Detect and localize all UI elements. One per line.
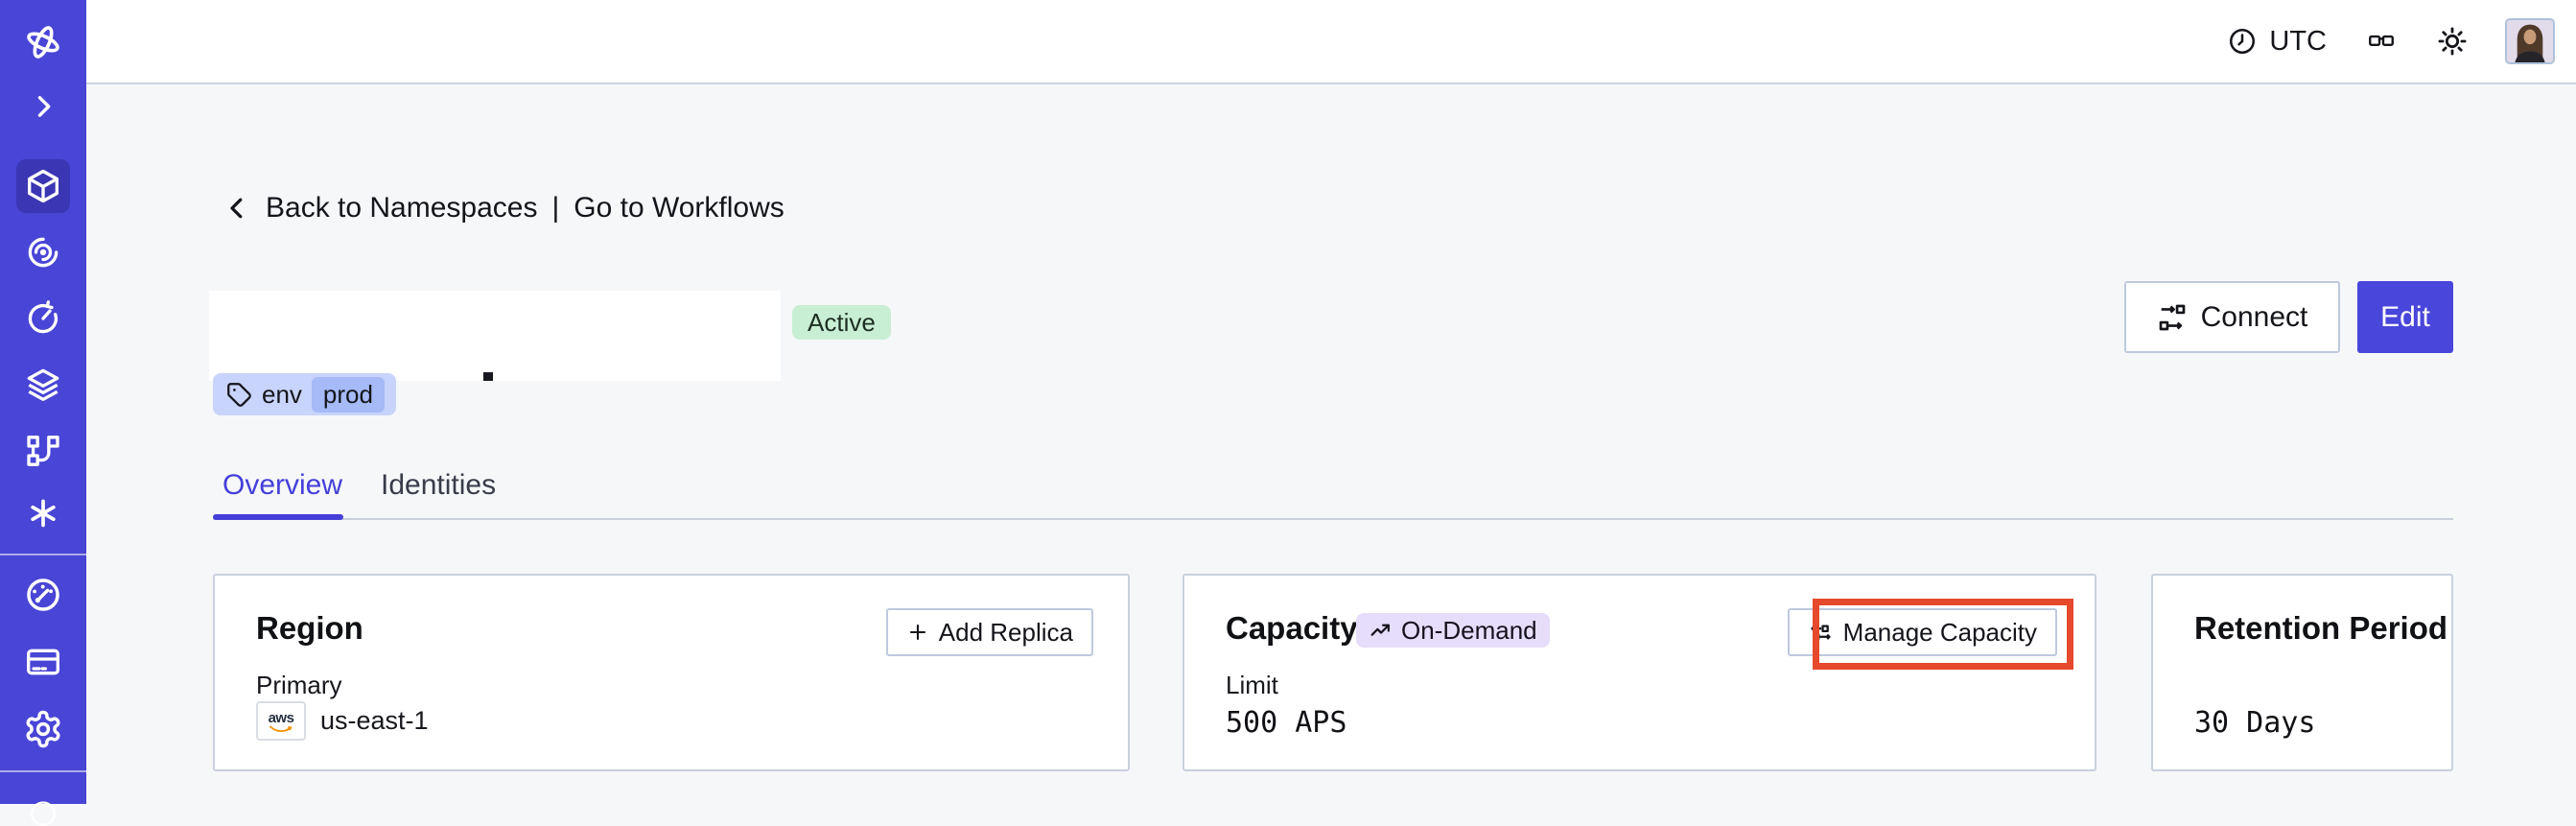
retention-card-title: Retention Period — [2194, 610, 2448, 646]
manage-capacity-button[interactable]: Manage Capacity — [1787, 608, 2057, 656]
monitoring-radar-icon — [28, 237, 59, 268]
sidebar-item-billing[interactable] — [0, 643, 86, 681]
back-to-namespaces-link[interactable]: Back to Namespaces — [266, 192, 538, 224]
breadcrumb: Back to Namespaces | Go to Workflows — [222, 192, 785, 224]
expand-sidebar-button[interactable] — [0, 88, 86, 125]
on-demand-badge: On-Demand — [1356, 613, 1550, 648]
capacity-card-title: Capacity — [1226, 610, 1358, 646]
sidebar-item-deployments[interactable] — [0, 366, 86, 404]
aws-smile-icon — [269, 725, 293, 732]
edit-button[interactable]: Edit — [2357, 281, 2453, 353]
region-value: us-east-1 — [320, 706, 429, 735]
aws-logo-text: aws — [268, 709, 294, 726]
settings-gear-icon — [26, 710, 60, 748]
tag-icon — [227, 382, 251, 407]
add-replica-label: Add Replica — [938, 617, 1073, 647]
sliders-icon — [1811, 625, 1831, 640]
primary-label: Primary — [256, 671, 342, 699]
connect-button-label: Connect — [2200, 300, 2308, 333]
trend-up-icon — [1370, 624, 1390, 636]
namespace-title-fragment — [483, 372, 493, 381]
sidebar-item-monitoring[interactable] — [0, 233, 86, 271]
sidebar-item-batch[interactable] — [0, 494, 86, 532]
tab-active-indicator — [213, 514, 343, 520]
capacity-card: Capacity On-Demand Manage Capacity Limit… — [1183, 574, 2096, 771]
nexus-branch-icon — [27, 436, 59, 466]
manage-capacity-label: Manage Capacity — [1842, 617, 2037, 647]
sidebar-divider — [0, 770, 86, 772]
region-card: Region Add Replica Primary aws us-east-1 — [213, 574, 1130, 771]
retention-card: Retention Period 30 Days — [2151, 574, 2453, 771]
go-to-workflows-link[interactable]: Go to Workflows — [574, 192, 785, 224]
tag-key: env — [262, 379, 302, 409]
schedules-timer-icon — [28, 300, 58, 334]
aws-logo-icon: aws — [256, 701, 306, 741]
topbar: UTC — [86, 0, 2576, 84]
namespaces-cube-icon — [28, 169, 59, 203]
on-demand-label: On-Demand — [1401, 615, 1537, 645]
tag-value: prod — [311, 376, 385, 413]
limit-value: 500 APS — [1226, 706, 1347, 740]
avatar-image — [2507, 20, 2553, 62]
plus-icon — [909, 624, 925, 641]
sidebar-item-schedules[interactable] — [0, 299, 86, 338]
namespace-tag-chip: env prod — [213, 373, 396, 415]
connect-icon — [2159, 304, 2185, 330]
tab-overview[interactable]: Overview — [222, 469, 343, 501]
user-avatar[interactable] — [2505, 18, 2555, 64]
usage-gauge-icon — [27, 578, 59, 611]
sidebar-item-usage[interactable] — [0, 575, 86, 615]
edit-button-label: Edit — [2380, 300, 2430, 333]
sidebar-item-nexus[interactable] — [0, 432, 86, 470]
temporal-logo-icon[interactable] — [0, 20, 86, 64]
timezone-label: UTC — [2269, 25, 2327, 57]
namespace-title-redacted — [209, 291, 781, 381]
retention-value: 30 Days — [2194, 706, 2316, 740]
theme-toggle-button[interactable] — [2436, 25, 2469, 58]
status-badge: Active — [792, 305, 891, 340]
sidebar — [0, 0, 86, 826]
namespace-detail-page: UTC — [0, 0, 2576, 804]
glasses-icon — [2369, 35, 2394, 46]
sidebar-item-namespaces[interactable] — [0, 167, 86, 205]
sidebar-divider — [0, 554, 86, 555]
deployments-layers-icon — [27, 368, 59, 401]
breadcrumb-separator: | — [551, 192, 560, 224]
billing-card-icon — [26, 649, 59, 675]
connect-button[interactable]: Connect — [2124, 281, 2340, 353]
region-card-title: Region — [256, 610, 363, 646]
tab-identities[interactable]: Identities — [381, 469, 497, 501]
batch-asterisk-icon — [31, 499, 56, 528]
limit-label: Limit — [1226, 671, 1278, 699]
labs-toggle-button[interactable] — [2363, 27, 2400, 56]
partial-bottom-icon[interactable] — [30, 799, 57, 826]
add-replica-button[interactable]: Add Replica — [885, 608, 1093, 656]
back-chevron-icon[interactable] — [222, 194, 251, 223]
region-value-row: aws us-east-1 — [256, 701, 429, 741]
sidebar-item-settings[interactable] — [0, 709, 86, 749]
sun-icon — [2438, 27, 2467, 56]
timezone-selector[interactable]: UTC — [2228, 26, 2327, 58]
tabs-baseline — [213, 518, 2453, 520]
clock-icon — [2230, 29, 2256, 54]
